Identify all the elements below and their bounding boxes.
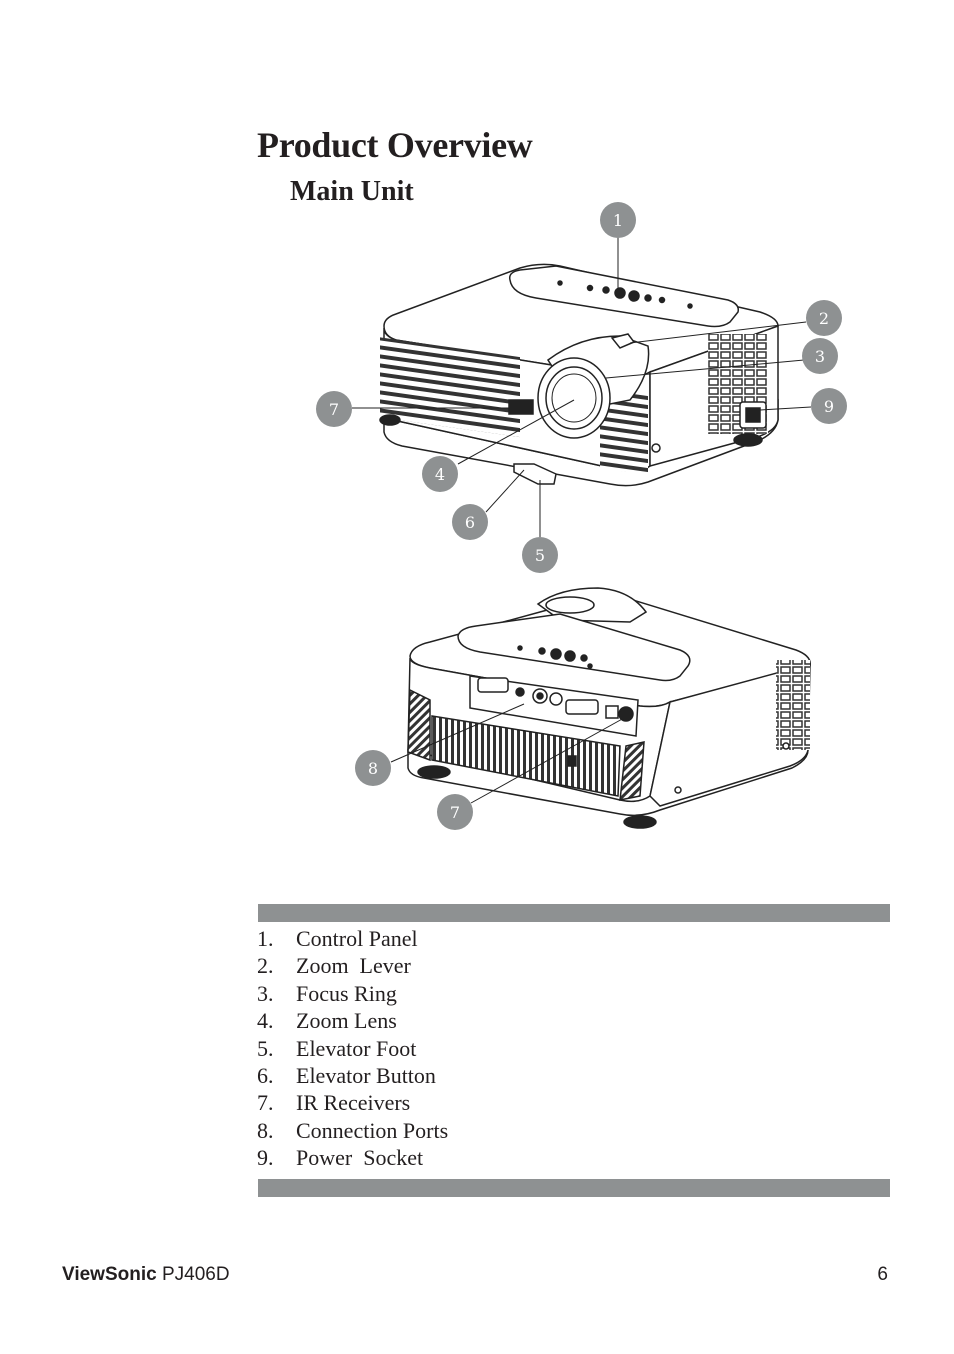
callout-9: 9 — [811, 388, 847, 424]
callout-5: 5 — [522, 537, 558, 573]
legend-label: Power Socket — [296, 1145, 424, 1171]
legend-label: Focus Ring — [296, 980, 397, 1006]
legend-label: Control Panel — [296, 926, 418, 951]
callout-3: 3 — [802, 338, 838, 374]
legend-bottom-bar — [258, 1179, 890, 1197]
svg-text:8: 8 — [368, 759, 378, 778]
leader-lines — [352, 236, 812, 804]
list-item: 6. Elevator Button — [257, 1062, 448, 1089]
section-subtitle: Main Unit — [290, 176, 414, 207]
callout-7-front: 7 — [316, 391, 352, 427]
svg-text:9: 9 — [824, 397, 834, 416]
legend-number: 6. — [257, 1062, 274, 1088]
legend-number: 1. — [257, 926, 274, 951]
svg-text:3: 3 — [815, 347, 825, 366]
svg-text:5: 5 — [535, 546, 545, 565]
list-item: 2. Zoom Lever — [257, 952, 448, 979]
svg-text:1: 1 — [613, 211, 623, 230]
svg-text:7: 7 — [450, 803, 460, 822]
svg-text:6: 6 — [465, 513, 475, 532]
callout-2: 2 — [806, 300, 842, 336]
svg-text:7: 7 — [329, 400, 339, 419]
projector-diagram: 1 2 3 9 7 4 6 5 8 7 — [316, 202, 847, 830]
legend-label: Elevator Foot — [296, 1035, 417, 1061]
legend-label: Elevator Button — [296, 1062, 436, 1088]
projector-front-view — [379, 263, 779, 487]
parts-legend: 1. Control Panel 2. Zoom Lever 3. Focus Rin… — [257, 925, 448, 1172]
legend-top-bar — [258, 904, 890, 922]
callout-1: 1 — [600, 202, 636, 238]
legend-number: 4. — [257, 1008, 274, 1034]
list-item: 1. Control Panel — [257, 925, 448, 952]
legend-number: 5. — [257, 1035, 274, 1061]
callout-6: 6 — [452, 504, 488, 540]
svg-text:4: 4 — [435, 465, 445, 484]
legend-number: 3. — [257, 980, 274, 1006]
legend-label: Zoom Lever — [296, 953, 411, 979]
page-title: Product Overview — [257, 125, 533, 165]
legend-number: 9. — [257, 1145, 274, 1171]
list-item: 3. Focus Ring — [257, 980, 448, 1007]
list-item: 4. Zoom Lens — [257, 1007, 448, 1034]
callout-4: 4 — [422, 456, 458, 492]
list-item: 7. IR Receivers — [257, 1089, 448, 1116]
list-item: 5. Elevator Foot — [257, 1035, 448, 1062]
callout-8: 8 — [355, 750, 391, 786]
callout-7-rear: 7 — [437, 794, 473, 830]
legend-number: 2. — [257, 953, 274, 979]
footer-brand: ViewSonic PJ406D — [62, 1264, 230, 1286]
page-number: 6 — [877, 1264, 888, 1285]
svg-text:2: 2 — [819, 309, 829, 328]
list-item: 8. Connection Ports — [257, 1117, 448, 1144]
legend-label: Zoom Lens — [296, 1008, 397, 1034]
legend-label: IR Receivers — [296, 1090, 411, 1116]
legend-number: 8. — [257, 1117, 274, 1143]
brand-name: ViewSonic — [62, 1264, 157, 1285]
legend-label: Connection Ports — [296, 1117, 449, 1143]
model-name: PJ406D — [161, 1264, 230, 1285]
projector-rear-view — [407, 587, 811, 829]
legend-number: 7. — [257, 1090, 274, 1116]
list-item: 9. Power Socket — [257, 1144, 448, 1171]
